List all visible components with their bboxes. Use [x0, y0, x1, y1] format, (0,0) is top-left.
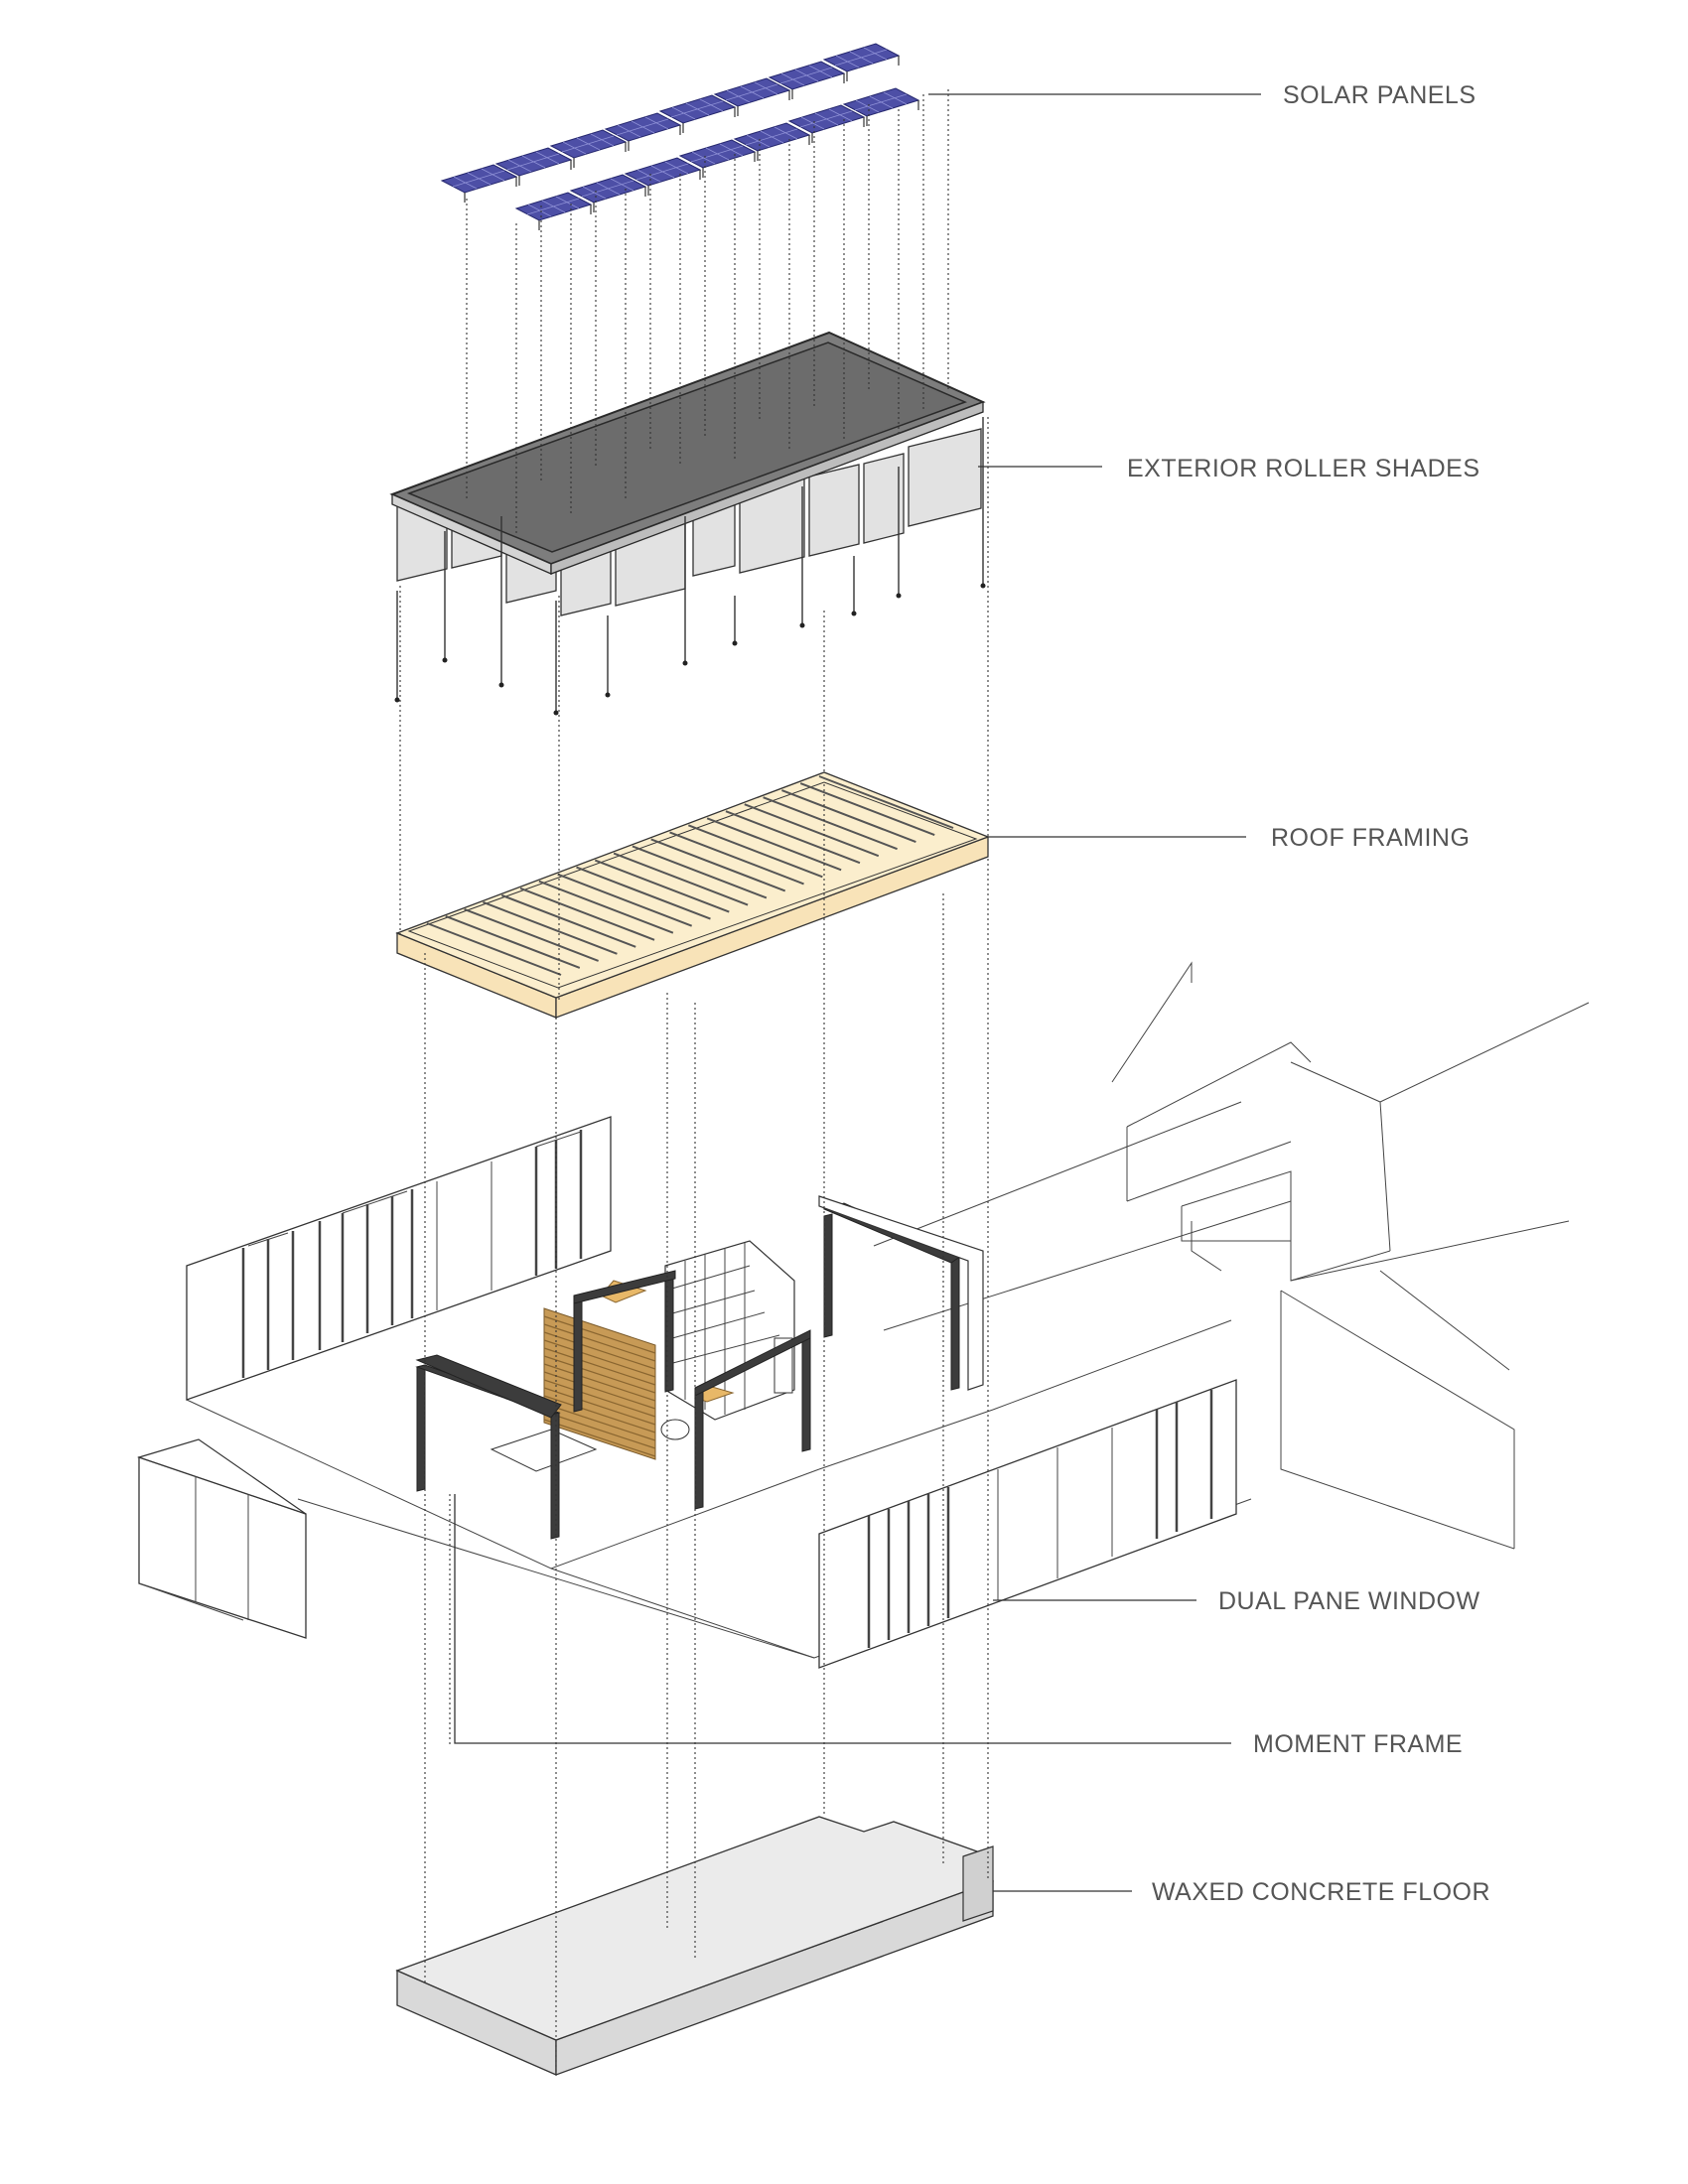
glass-partition-front-left: [137, 1438, 307, 1639]
solar-panel-module: [514, 192, 593, 230]
solar-panel-module: [787, 104, 866, 143]
dual-pane-window-label: DUAL PANE WINDOW: [1218, 1587, 1480, 1615]
solar-panel-module: [678, 139, 757, 178]
shade-pull-cords: [394, 417, 986, 716]
concrete-floor-label: WAXED CONCRETE FLOOR: [1152, 1878, 1490, 1906]
solar-panel-module: [494, 147, 573, 186]
solar-panel-module: [658, 94, 737, 133]
solar-panel-module: [624, 157, 702, 196]
solar-panel-module: [549, 129, 628, 168]
callouts: SOLAR PANELS EXTERIOR ROLLER SHADES ROOF…: [454, 81, 1490, 1906]
wood-slat-screen: [543, 1280, 735, 1460]
moment-frame-leader: [454, 1494, 1231, 1744]
solar-panel-module: [768, 61, 846, 99]
solar-panel-module: [713, 77, 791, 116]
solar-panel-module: [733, 122, 811, 161]
moment-frames: [415, 1195, 984, 1540]
waxed-concrete-floor: [395, 1816, 994, 2076]
solar-panel-module: [822, 43, 901, 81]
solar-panel-module: [569, 174, 647, 212]
roof-with-roller-shades: [389, 331, 986, 716]
solar-panels: [440, 43, 920, 230]
roof-framing: [395, 771, 990, 1019]
solar-panel-module: [440, 164, 518, 203]
roof-joists: [426, 775, 954, 976]
solar-panels-label: SOLAR PANELS: [1283, 81, 1477, 109]
roller-shades-label: EXTERIOR ROLLER SHADES: [1127, 455, 1480, 482]
moment-frame-label: MOMENT FRAME: [1253, 1730, 1463, 1758]
building-level: [137, 961, 1590, 1669]
projection-lines: [399, 89, 989, 2075]
solar-panel-module: [842, 87, 920, 126]
window-wall-front-right: [818, 1379, 1237, 1669]
solar-panel-module: [604, 112, 682, 151]
adjacent-structure-outline: [1111, 961, 1590, 1550]
bathroom-core: [490, 1240, 795, 1472]
window-wall-back-left: [186, 1116, 612, 1401]
roof-framing-label: ROOF FRAMING: [1271, 824, 1470, 852]
